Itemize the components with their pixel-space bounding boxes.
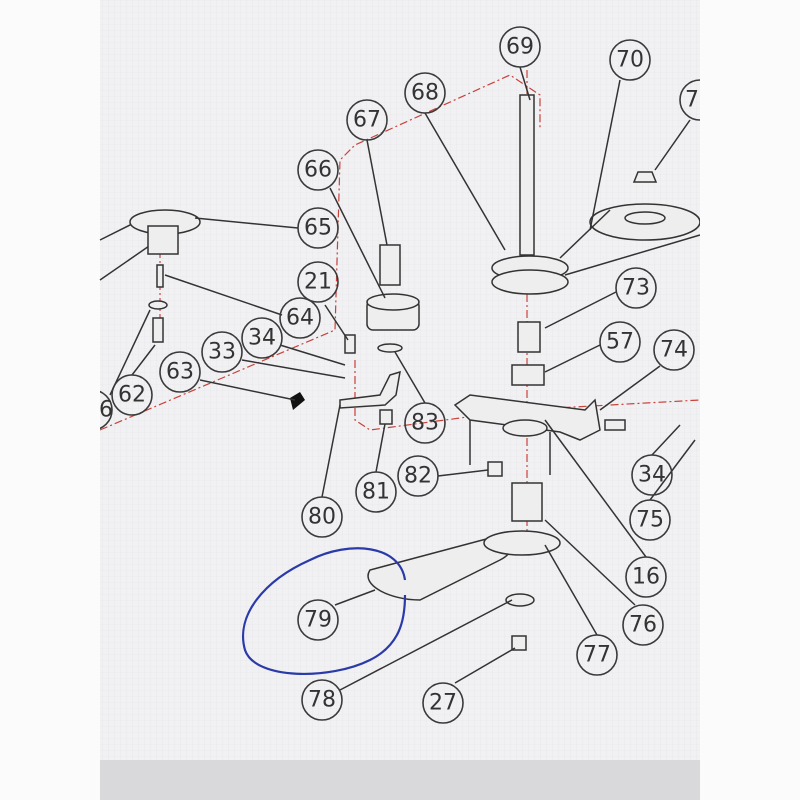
svg-text:68: 68 [411,81,439,106]
svg-text:21: 21 [304,270,332,295]
belt-left [99,209,201,343]
svg-text:63: 63 [166,360,194,385]
highlight-circle-79 [242,547,407,676]
svg-text:34: 34 [638,463,666,488]
callout-27: 27 [422,682,464,724]
callout-69: 69 [499,26,541,68]
callout-73: 73 [615,267,657,309]
svg-text:74: 74 [660,338,688,363]
svg-text:69: 69 [506,35,534,60]
callout-34: 34 [241,317,283,359]
assembly-outline [99,74,541,431]
callout-68: 68 [404,72,446,114]
callout-75: 75 [629,499,671,541]
callout-65: 65 [297,207,339,249]
callout-78: 78 [301,679,343,721]
callout-57: 57 [599,321,641,363]
svg-text:76: 76 [629,613,657,638]
svg-text:79: 79 [304,608,332,633]
svg-text:7: 7 [685,88,699,113]
svg-text:83: 83 [411,411,439,436]
svg-text:80: 80 [308,505,336,530]
bracket [453,321,626,522]
svg-text:16: 16 [632,565,660,590]
callout-82: 82 [397,455,439,497]
callout-76: 76 [622,604,664,646]
svg-text:27: 27 [429,691,457,716]
svg-text:67: 67 [353,108,381,133]
screen-bezel [100,760,700,800]
leader-lines [109,66,696,691]
pulley-right [559,171,701,276]
svg-text:78: 78 [308,688,336,713]
callout-66: 66 [297,149,339,191]
svg-text:6: 6 [99,398,113,423]
callout-16: 16 [625,556,667,598]
callout-83: 83 [404,402,446,444]
svg-text:57: 57 [606,330,634,355]
svg-text:73: 73 [622,276,650,301]
callout-21: 21 [297,261,339,303]
callout-70: 70 [609,39,651,81]
svg-text:75: 75 [636,508,664,533]
callout-33: 33 [201,331,243,373]
spindle [491,94,569,295]
callout-63: 63 [159,351,201,393]
belt-79 [367,530,561,651]
callout-79: 79 [297,599,339,641]
callout-62: 62 [111,374,153,416]
callout-77: 77 [576,634,618,676]
svg-text:70: 70 [616,48,644,73]
idler-pulley [290,244,420,425]
callout-64: 64 [279,297,321,339]
svg-text:65: 65 [304,216,332,241]
callout-80: 80 [301,496,343,538]
callout-67: 67 [346,99,388,141]
callout-81: 81 [355,471,397,513]
svg-text:66: 66 [304,158,332,183]
svg-text:34: 34 [248,326,276,351]
svg-text:82: 82 [404,464,432,489]
svg-text:62: 62 [118,383,146,408]
svg-text:81: 81 [362,480,390,505]
callout-34-right: 34 [631,454,673,496]
svg-text:64: 64 [286,306,314,331]
svg-text:33: 33 [208,340,236,365]
svg-text:77: 77 [583,643,611,668]
callout-74: 74 [653,329,695,371]
